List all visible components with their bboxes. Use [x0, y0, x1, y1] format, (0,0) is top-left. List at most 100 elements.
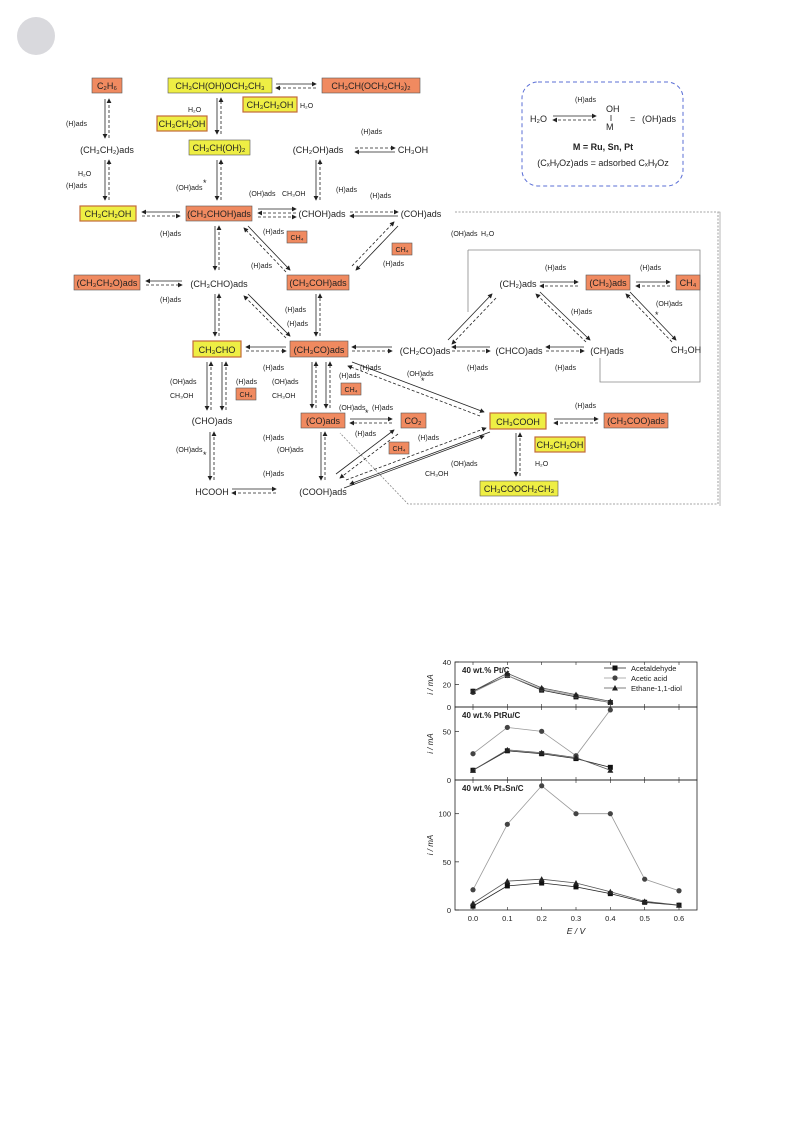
data-point-triangle — [641, 898, 648, 904]
h-ads-label: (H)ads — [66, 183, 88, 190]
node-ch2-ads: (CH₂)ads — [500, 279, 537, 289]
legend-adsorbate-definition: (CₓHᵧOz)ads = adsorbed CₓHᵧOz — [537, 158, 669, 168]
h-ads-label: (H)ads — [418, 435, 440, 442]
reagent-labels: (H)ads H₂O (H)ads H₂O H₂O (OH)ads (H)ads… — [66, 103, 683, 478]
h-ads-label: (H)ads — [285, 307, 307, 314]
data-point-triangle — [470, 688, 476, 694]
data-point-triangle — [607, 698, 614, 704]
ch4-tag: CH₄ — [345, 387, 358, 394]
legend-marker-square — [612, 665, 618, 671]
x-tick-label: 0.1 — [502, 914, 512, 923]
node-ethanol-ester: CH₃CH₂OH — [537, 440, 584, 450]
node-acetate-ads: (CH₃COO)ads — [607, 416, 665, 426]
data-point-triangle — [573, 880, 579, 886]
x-tick-label: 0.5 — [639, 914, 649, 923]
node-methanol-right: CH₃OH — [671, 345, 701, 355]
red-star-icon: * — [655, 310, 659, 320]
h-ads-label: (H)ads — [160, 297, 182, 304]
oh-ads-label: (OH)ads — [277, 447, 304, 454]
y-tick-label: 20 — [443, 681, 451, 690]
legend-label: Ethane-1,1-diol — [631, 684, 682, 693]
node-acetic-acid: CH₃COOH — [496, 417, 540, 427]
y-tick-label: 50 — [443, 858, 451, 867]
data-point-circle — [539, 783, 545, 789]
node-ch2oh-ads: (CH₂OH)ads — [293, 145, 344, 155]
node-ch3ch2-ads: (CH₃CH₂)ads — [80, 145, 134, 155]
legend-marker-triangle — [612, 685, 618, 691]
panel-title: 40 wt.% PtRu/C — [462, 711, 520, 720]
oh-ads-label: (OH)ads — [407, 371, 434, 378]
data-point-triangle — [538, 876, 545, 882]
h-ads-label: (H)ads — [575, 403, 597, 410]
data-point-circle — [504, 821, 510, 827]
oh-ads-label: (OH)ads — [339, 405, 366, 412]
node-ch3ch2o-ads: (CH₃CH₂O)ads — [77, 278, 138, 288]
h-ads-label: (H)ads — [360, 365, 382, 372]
red-star-icon: * — [203, 450, 207, 460]
oh-ads-label: (OH)ads — [451, 461, 478, 468]
h-ads-label: (H)ads — [287, 321, 309, 328]
node-ethanol-side-left: CH₃CH₂OH — [159, 119, 206, 129]
data-point-circle — [539, 728, 545, 734]
node-acetaldehyde: CH₃CHO — [199, 345, 236, 355]
oh-ads-label: (OH)ads — [656, 301, 683, 308]
node-methanol-top: CH₃OH — [398, 145, 428, 155]
oh-ads-label: (OH)ads — [451, 231, 478, 238]
oh-ads-label: (OH)ads — [272, 379, 299, 386]
y-tick-label: 40 — [443, 658, 451, 667]
node-cho-ads: (CHO)ads — [192, 416, 233, 426]
ch4-tag: CH₄ — [291, 235, 304, 242]
h-ads-label: (H)ads — [236, 379, 258, 386]
data-point-square — [504, 883, 510, 889]
h-ads-label: (H)ads — [640, 265, 662, 272]
node-co-ads: (CO)ads — [306, 416, 341, 426]
ch3oh-label: CH₃OH — [282, 191, 305, 198]
h-ads-label: (H)ads — [467, 365, 489, 372]
h-ads-label: (H)ads — [263, 365, 285, 372]
node-cooh-ads: (COOH)ads — [299, 487, 347, 497]
data-point-triangle — [504, 746, 511, 753]
legend-label: Acetic acid — [631, 674, 667, 683]
x-tick-label: 0.2 — [536, 914, 546, 923]
h-ads-label: (H)ads — [263, 435, 285, 442]
h-ads-label: (H)ads — [355, 431, 377, 438]
panel-title: 40 wt.% Pt₃Sn/C — [462, 784, 524, 793]
oh-ads-label: (OH)ads — [170, 379, 197, 386]
data-point-triangle — [573, 691, 579, 698]
data-point-triangle — [607, 888, 614, 895]
ch4-tag: CH₄ — [396, 247, 409, 254]
oh-ads-label: (OH)ads — [176, 447, 203, 454]
node-co2: CO₂ — [405, 416, 423, 426]
legend-oh-ads: (OH)ads — [642, 114, 677, 124]
h2o-label: H₂O — [481, 231, 495, 238]
h-ads-label: (H)ads — [263, 229, 285, 236]
data-point-triangle — [504, 878, 511, 884]
red-star-markers: * * * * * — [203, 178, 659, 460]
y-tick-label: 0 — [447, 776, 451, 785]
scheme-node-boxes: C₂H₆ CH₃CH(OH)OCH₂CH₃ CH₃CH(OCH₂CH₃)₂ CH… — [73, 77, 701, 497]
y-axis-label: i / mA — [426, 835, 435, 855]
node-choh-ads: (CHOH)ads — [298, 209, 346, 219]
data-point-triangle — [573, 754, 579, 761]
x-tick-label: 0.0 — [468, 914, 478, 923]
y-tick-label: 100 — [438, 810, 451, 819]
data-point-triangle — [470, 900, 476, 906]
node-acetal: CH₃CH(OCH₂CH₃)₂ — [331, 81, 411, 91]
h-ads-label: (H)ads — [251, 263, 273, 270]
data-point-triangle — [504, 670, 511, 676]
legend-h-ads: (H)ads — [575, 97, 597, 104]
legend-m: M — [606, 122, 614, 132]
node-diol: CH₃CH(OH)₂ — [193, 143, 246, 153]
equilibrium-arrows — [141, 81, 671, 496]
node-ch4-right: CH₄ — [680, 278, 697, 288]
data-point-triangle — [470, 767, 476, 773]
data-point-triangle — [538, 684, 545, 691]
h-ads-label: (H)ads — [370, 193, 392, 200]
h-ads-label: (H)ads — [66, 121, 88, 128]
x-tick-label: 0.6 — [674, 914, 684, 923]
ch4-tag: CH₄ — [240, 392, 253, 399]
h-ads-label: (H)ads — [555, 365, 577, 372]
data-point-square — [573, 884, 579, 890]
